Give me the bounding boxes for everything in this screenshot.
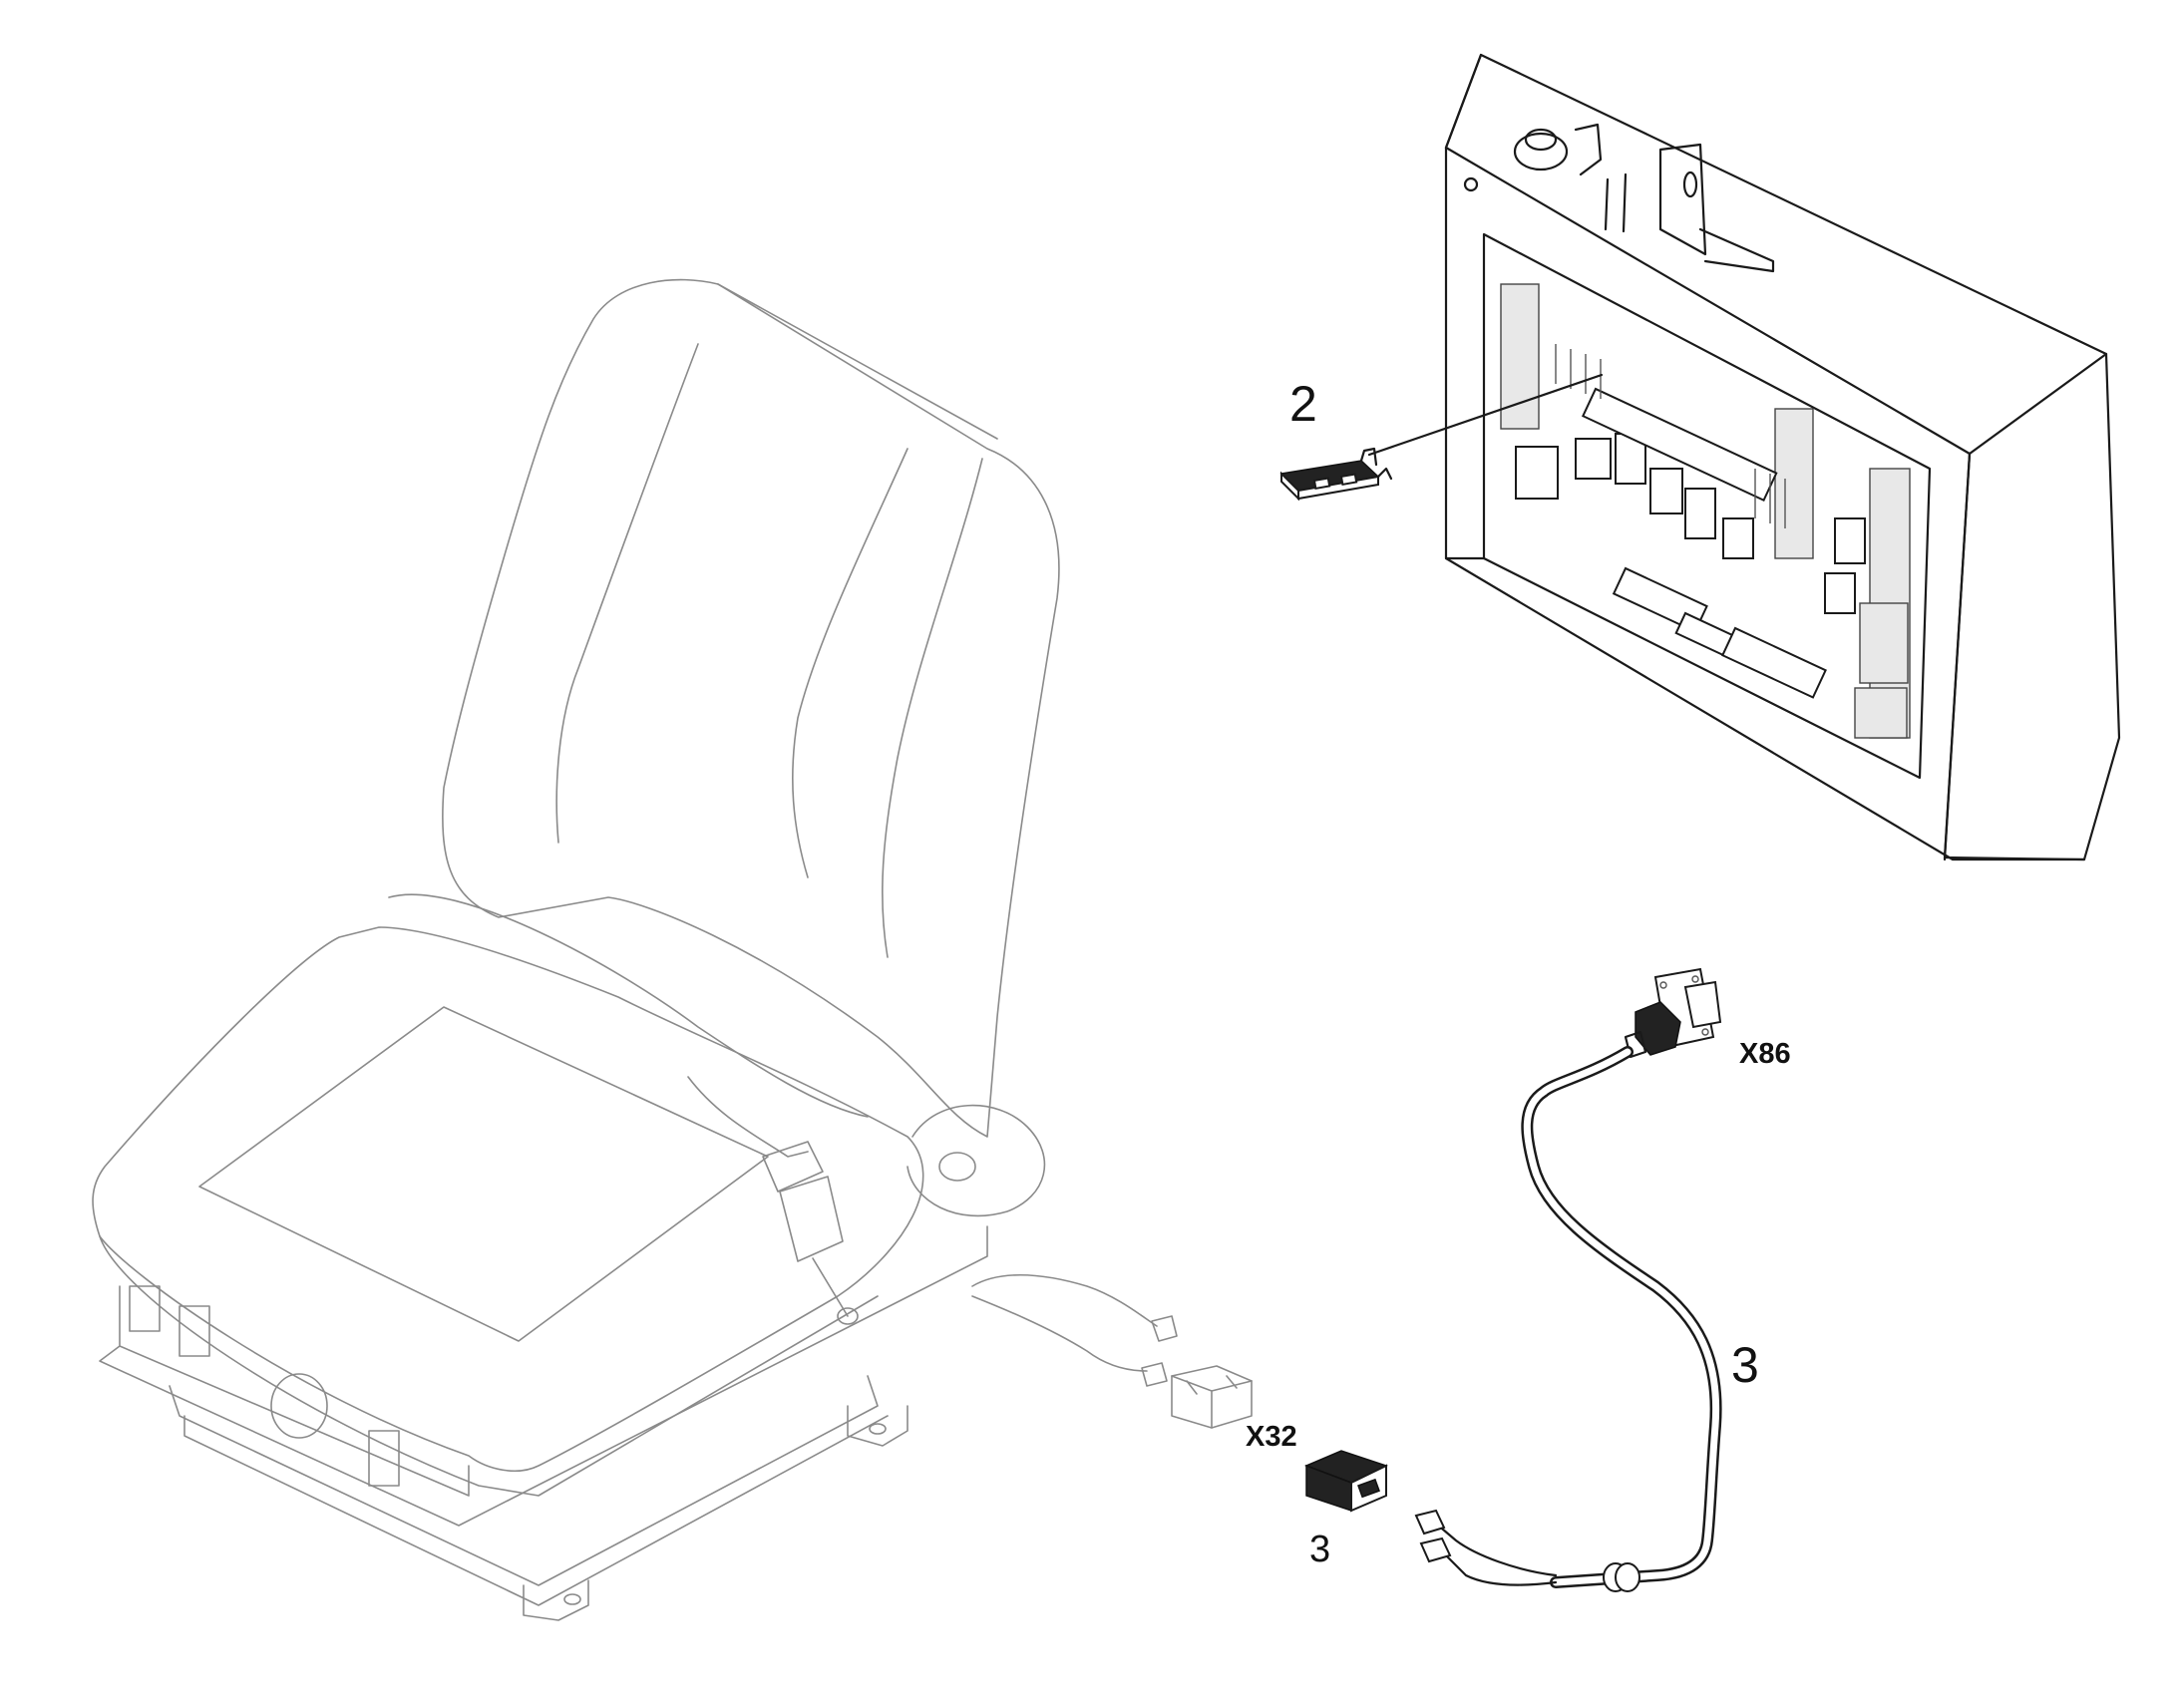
operator-seat-icon: [92, 278, 1253, 1621]
blade-fuse-icon: [1279, 447, 1393, 502]
electrical-control-box-icon: [1444, 53, 2121, 861]
x86-connector-label: X86: [1739, 1038, 1791, 1070]
wiring-harness-icon: [1414, 967, 1722, 1592]
connector-plug-icon: [1303, 1450, 1388, 1513]
harness-callout-number: 3: [1731, 1337, 1759, 1393]
fuse-leader-line: [1367, 373, 1604, 457]
fuse-callout-number: 2: [1289, 376, 1317, 432]
x32-connector-label: X32: [1246, 1421, 1297, 1453]
connector-callout-number: 3: [1309, 1529, 1331, 1570]
